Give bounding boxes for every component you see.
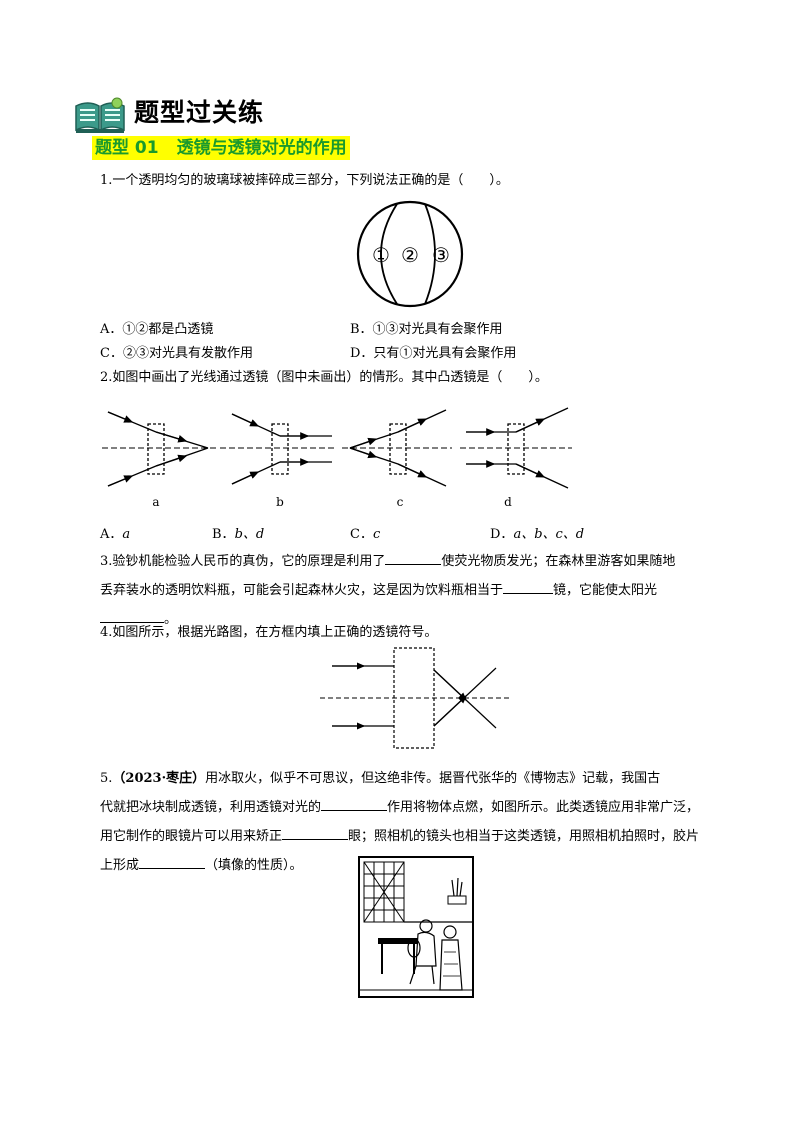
section-title: 题型过关练 [134,98,265,127]
q3-text-4: 镜，它能使太阳光 [553,583,658,598]
q3-blank-1[interactable] [385,552,442,565]
q2-option-c: C．c [350,527,380,542]
piece-label-1: ① [372,243,390,267]
figure-c: c [342,409,452,509]
q2-option-a: A．a [100,527,130,542]
figure-d: d [460,407,572,509]
q1-option-b: B．①③对光具有会聚作用 [350,322,503,337]
figure-b: b [220,413,336,509]
q5-text-4: 用它制作的眼镜片可以用来矫正 [100,829,283,844]
q2-option-d: D．a、b、c、d [490,527,584,542]
q3-blank-2[interactable] [503,581,554,594]
ice-lens-fire-illustration [358,856,474,998]
q2-option-d-value: a、b、c、d [513,527,585,542]
fig-label-d: d [504,495,512,509]
fig-label-c: c [397,495,404,509]
q2-option-b-letter: B． [212,527,235,542]
crack-line-1 [380,203,398,305]
q5-blank-3[interactable] [139,856,206,869]
q3-paragraph: 3.验钞机能检验人民币的真伪，它的原理是利用了 使荧光物质发光；在森林里游客如果随… [100,547,705,634]
book-icon [75,97,125,133]
q3-text-5: 。 [164,612,178,627]
q4-stem: 4.如图所示，根据光路图，在方框内填上正确的透镜符号。 [100,625,438,640]
q3-text-2: 使荧光物质发光；在森林里游客如果随地 [441,554,676,569]
q2-option-a-letter: A． [100,527,123,542]
lens-blank-box [393,647,435,749]
q4-light-path-figure [320,647,512,749]
q2-option-b-value: b、d [234,527,265,542]
piece-label-3: ③ [432,243,450,267]
topic-code: 题型 01 [95,138,159,158]
q5-text-1: 用冰取火，似乎不可思议，但这绝非传。据晋代张华的《博物志》记载，我国古 [205,771,661,786]
q2-option-c-letter: C． [350,527,373,542]
sphere-outline [356,200,464,308]
figure-a: a [102,411,216,509]
crack-line-2 [424,203,436,305]
q3-text-1: 3.验钞机能检验人民币的真伪，它的原理是利用了 [100,554,386,569]
q5-number: 5. [100,771,113,786]
q2-stem: 2.如图中画出了光线通过透镜（图中未画出）的情形。其中凸透镜是（ ）。 [100,370,548,385]
q5-blank-2[interactable] [282,827,349,840]
q5-text-5: 眼；照相机的镜头也相当于这类透镜，用照相机拍照时，胶片 [348,829,700,844]
q5-source: （2023·枣庄） [112,771,206,786]
q5-text-6: 上形成 [100,858,140,873]
piece-label-2: ② [401,243,419,267]
q1-broken-sphere-figure: ① ② ③ [356,200,464,308]
q5-text-3: 作用将物体点燃，如图所示。此类透镜应用非常广泛， [387,800,700,815]
q1-option-a: A．①②都是凸透镜 [100,322,214,337]
fig-label-b: b [276,495,284,509]
q2-option-d-letter: D． [490,527,514,542]
q2-light-paths-figure: a b c d [102,407,572,509]
topic-text: 透镜与透镜对光的作用 [176,138,347,158]
q5-paragraph: 5.（2023·枣庄）用冰取火，似乎不可思议，但这绝非传。据晋代张华的《博物志》… [100,764,705,880]
fig-label-a: a [152,495,159,509]
q5-blank-1[interactable] [321,798,388,811]
q2-option-c-value: c [372,527,381,542]
q2-option-a-value: a [122,527,131,542]
q3-text-3: 丢弃装水的透明饮料瓶，可能会引起森林火灾，这是因为饮料瓶相当于 [100,583,504,598]
q1-option-d: D．只有①对光具有会聚作用 [350,346,517,361]
q5-text-2: 代就把冰块制成透镜，利用透镜对光的 [100,800,322,815]
q1-option-c: C．②③对光具有发散作用 [100,346,253,361]
q3-blank-3[interactable] [100,610,164,623]
q5-text-7: （填像的性质）。 [205,858,303,873]
q2-option-b: B．b、d [212,527,264,542]
topic-subtitle: 题型 01 透镜与透镜对光的作用 [92,136,350,160]
q1-stem: 1.一个透明均匀的玻璃球被摔碎成三部分，下列说法正确的是（ ）。 [100,173,509,188]
